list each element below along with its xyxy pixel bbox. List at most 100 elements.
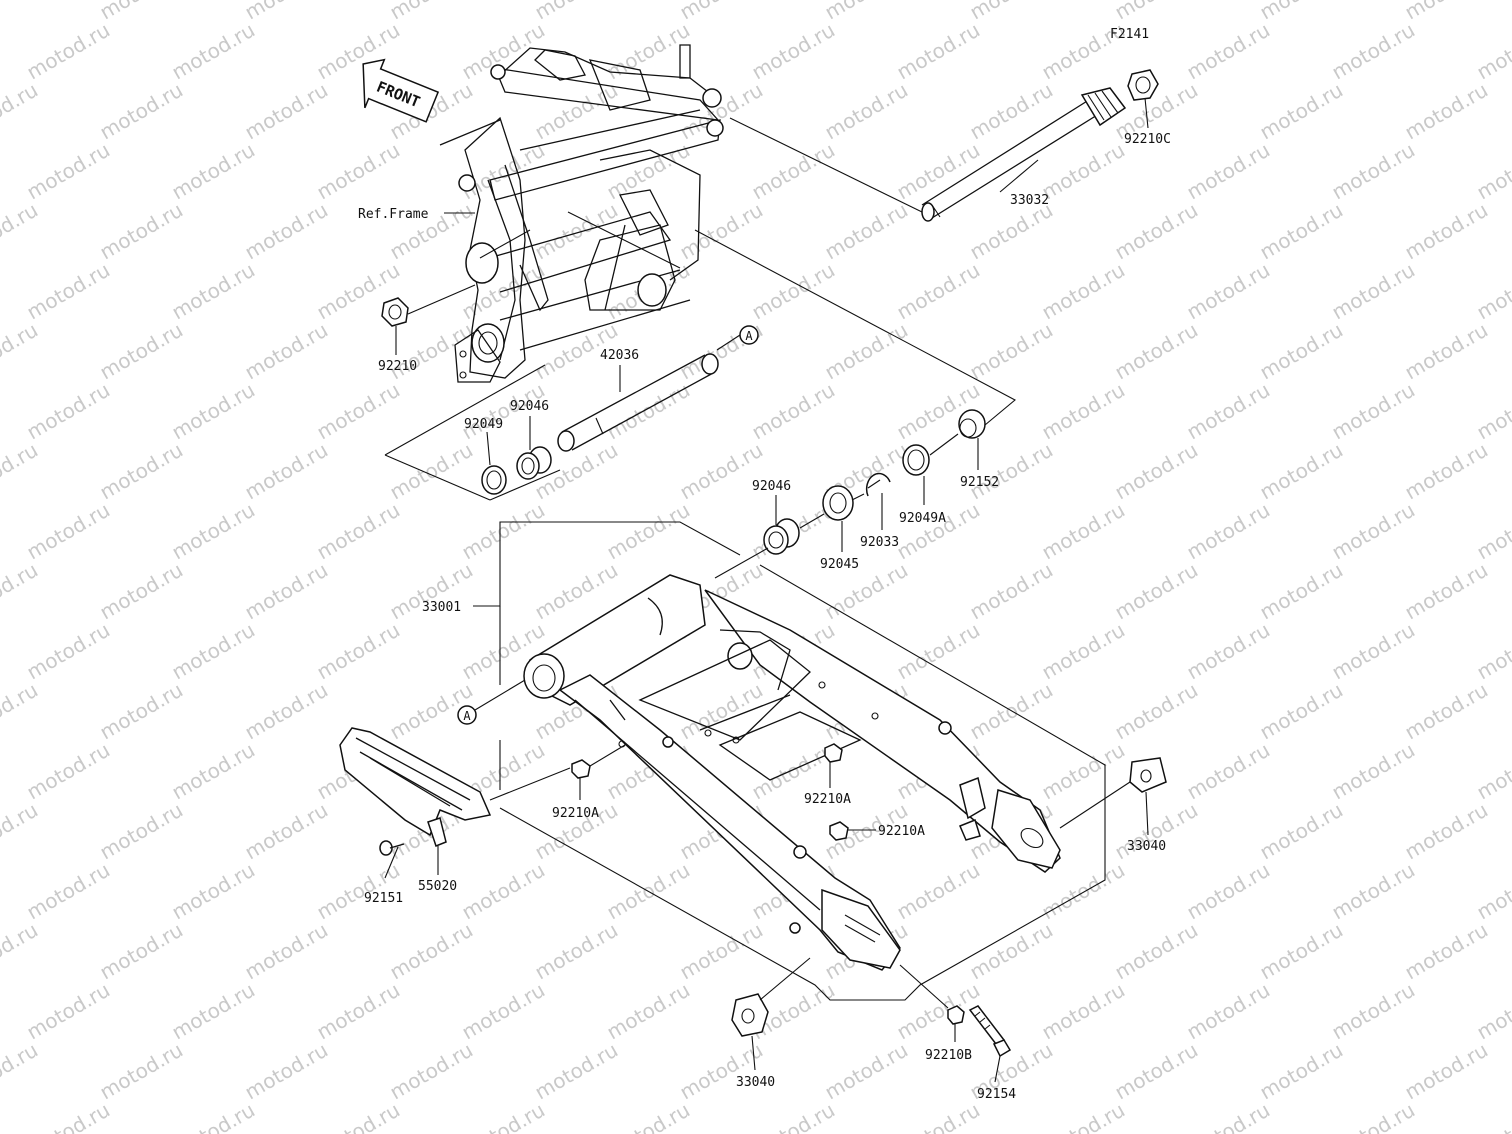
label-92033: 92033	[860, 535, 899, 550]
watermark-text: motod.ru	[821, 0, 912, 24]
watermark-text: motod.ru	[966, 318, 1057, 385]
watermark-text: motod.ru	[313, 618, 404, 685]
watermark-text: motod.ru	[241, 678, 332, 745]
watermark-text: motod.ru	[0, 1038, 42, 1105]
watermark-text: motod.ru	[23, 978, 114, 1045]
watermark-text: motod.ru	[676, 198, 767, 265]
watermark-text: motod.ru	[1401, 318, 1492, 385]
diagram-ref-code: F2141	[1110, 27, 1149, 42]
watermark-text: motod.ru	[168, 618, 259, 685]
watermark-text: motod.ru	[1256, 318, 1347, 385]
watermark-text: motod.ru	[313, 498, 404, 565]
watermark-text: motod.ru	[1183, 138, 1274, 205]
watermark-text: motod.ru	[168, 978, 259, 1045]
watermark-text: motod.ru	[1183, 978, 1274, 1045]
watermark-text: motod.ru	[1328, 618, 1419, 685]
watermark-text: motod.ru	[96, 0, 187, 24]
label-92154: 92154	[977, 1087, 1016, 1102]
watermark-text: motod.ru	[1256, 1038, 1347, 1105]
watermark-text: motod.ru	[966, 0, 1057, 24]
watermark-text: motod.ru	[676, 918, 767, 985]
watermark-text: motod.ru	[676, 438, 767, 505]
watermark-text: motod.ru	[23, 18, 114, 85]
watermark-text: motod.ru	[676, 678, 767, 745]
watermark-text: motod.ru	[1111, 798, 1202, 865]
watermark-text: motod.ru	[1328, 258, 1419, 325]
watermark-text: motod.ru	[1328, 978, 1419, 1045]
label-33032: 33032	[1010, 193, 1049, 208]
watermark-text: motod.ru	[748, 1098, 839, 1134]
adjuster-33040-bottom	[731, 993, 769, 1037]
bearing-92046-top	[516, 446, 552, 480]
label-92210b: 92210B	[925, 1048, 972, 1063]
watermark-text: motod.ru	[96, 198, 187, 265]
watermark-text: motod.ru	[96, 798, 187, 865]
watermark-text: motod.ru	[821, 1038, 912, 1105]
watermark-text: motod.ru	[458, 978, 549, 1045]
watermark-text: motod.ru	[313, 378, 404, 445]
watermark-text: motod.ru	[168, 258, 259, 325]
watermark-text: motod.ru	[0, 0, 42, 24]
watermark-text: motod.ru	[676, 0, 767, 24]
collar-92152	[958, 409, 986, 439]
watermark-text: motod.ru	[23, 1098, 114, 1134]
watermark-text: motod.ru	[241, 918, 332, 985]
watermark-text: motod.ru	[676, 78, 767, 145]
watermark-text: motod.ru	[168, 498, 259, 565]
watermark-text: motod.ru	[1038, 978, 1129, 1045]
watermark-text: motod.ru	[966, 558, 1057, 625]
watermark-text: motod.ru	[531, 0, 622, 24]
watermark-text: motod.ru	[966, 438, 1057, 505]
label-92049a: 92049A	[899, 511, 946, 526]
watermark-text: motod.ru	[1183, 258, 1274, 325]
watermark-text: motod.ru	[1183, 738, 1274, 805]
watermark-text: motod.ru	[1401, 1038, 1492, 1105]
label-92152: 92152	[960, 475, 999, 490]
label-92210c: 92210C	[1124, 132, 1171, 147]
watermark-text: motod.ru	[1183, 498, 1274, 565]
label-92046-top: 92046	[510, 399, 549, 414]
watermark-text: motod.ru	[96, 78, 187, 145]
watermark-text: motod.ru	[23, 738, 114, 805]
watermark-text: motod.ru	[1256, 0, 1347, 24]
label-92210a-left: 92210A	[552, 806, 599, 821]
watermark-text: motod.ru	[1256, 78, 1347, 145]
front-arrow-icon: FRONT	[362, 58, 440, 123]
watermark-text: motod.ru	[1038, 498, 1129, 565]
watermark-text: motod.ru	[23, 258, 114, 325]
watermark-text: motod.ru	[893, 858, 984, 925]
watermark-text: motod.ru	[1473, 18, 1512, 85]
nut-92210c	[1127, 69, 1159, 101]
chain-guard-55020	[339, 727, 492, 847]
watermark-text: motod.ru	[0, 438, 42, 505]
watermark-text: motod.ru	[1183, 1098, 1274, 1134]
watermark-text: motod.ru	[168, 1098, 259, 1134]
label-92049: 92049	[464, 417, 503, 432]
watermark-text: motod.ru	[748, 18, 839, 85]
watermark-text: motod.ru	[1401, 918, 1492, 985]
watermark-text: motod.ru	[1256, 798, 1347, 865]
watermark-text: motod.ru	[0, 78, 42, 145]
watermark-text: motod.ru	[1473, 378, 1512, 445]
watermark-text: motod.ru	[23, 378, 114, 445]
nut-92210a-mid	[824, 743, 843, 763]
watermark-text: motod.ru	[1111, 678, 1202, 745]
watermark-text: motod.ru	[241, 438, 332, 505]
watermark-text: motod.ru	[603, 378, 694, 445]
watermark-text: motod.ru	[241, 558, 332, 625]
watermark-text: motod.ru	[241, 198, 332, 265]
bearing-92046	[763, 518, 800, 555]
watermark-text: motod.ru	[1473, 618, 1512, 685]
label-92210: 92210	[378, 359, 417, 374]
watermark-text: motod.ru	[168, 378, 259, 445]
watermark-text: motod.ru	[386, 918, 477, 985]
watermark-text: motod.ru	[1038, 1098, 1129, 1134]
watermark-text: motod.ru	[386, 438, 477, 505]
nut-92210	[381, 297, 409, 327]
watermark-text: motod.ru	[1111, 1038, 1202, 1105]
watermark-text: motod.ru	[96, 318, 187, 385]
watermark-text: motod.ru	[893, 1098, 984, 1134]
watermark-text: motod.ru	[1038, 258, 1129, 325]
callout-a-top-label: A	[745, 329, 753, 343]
